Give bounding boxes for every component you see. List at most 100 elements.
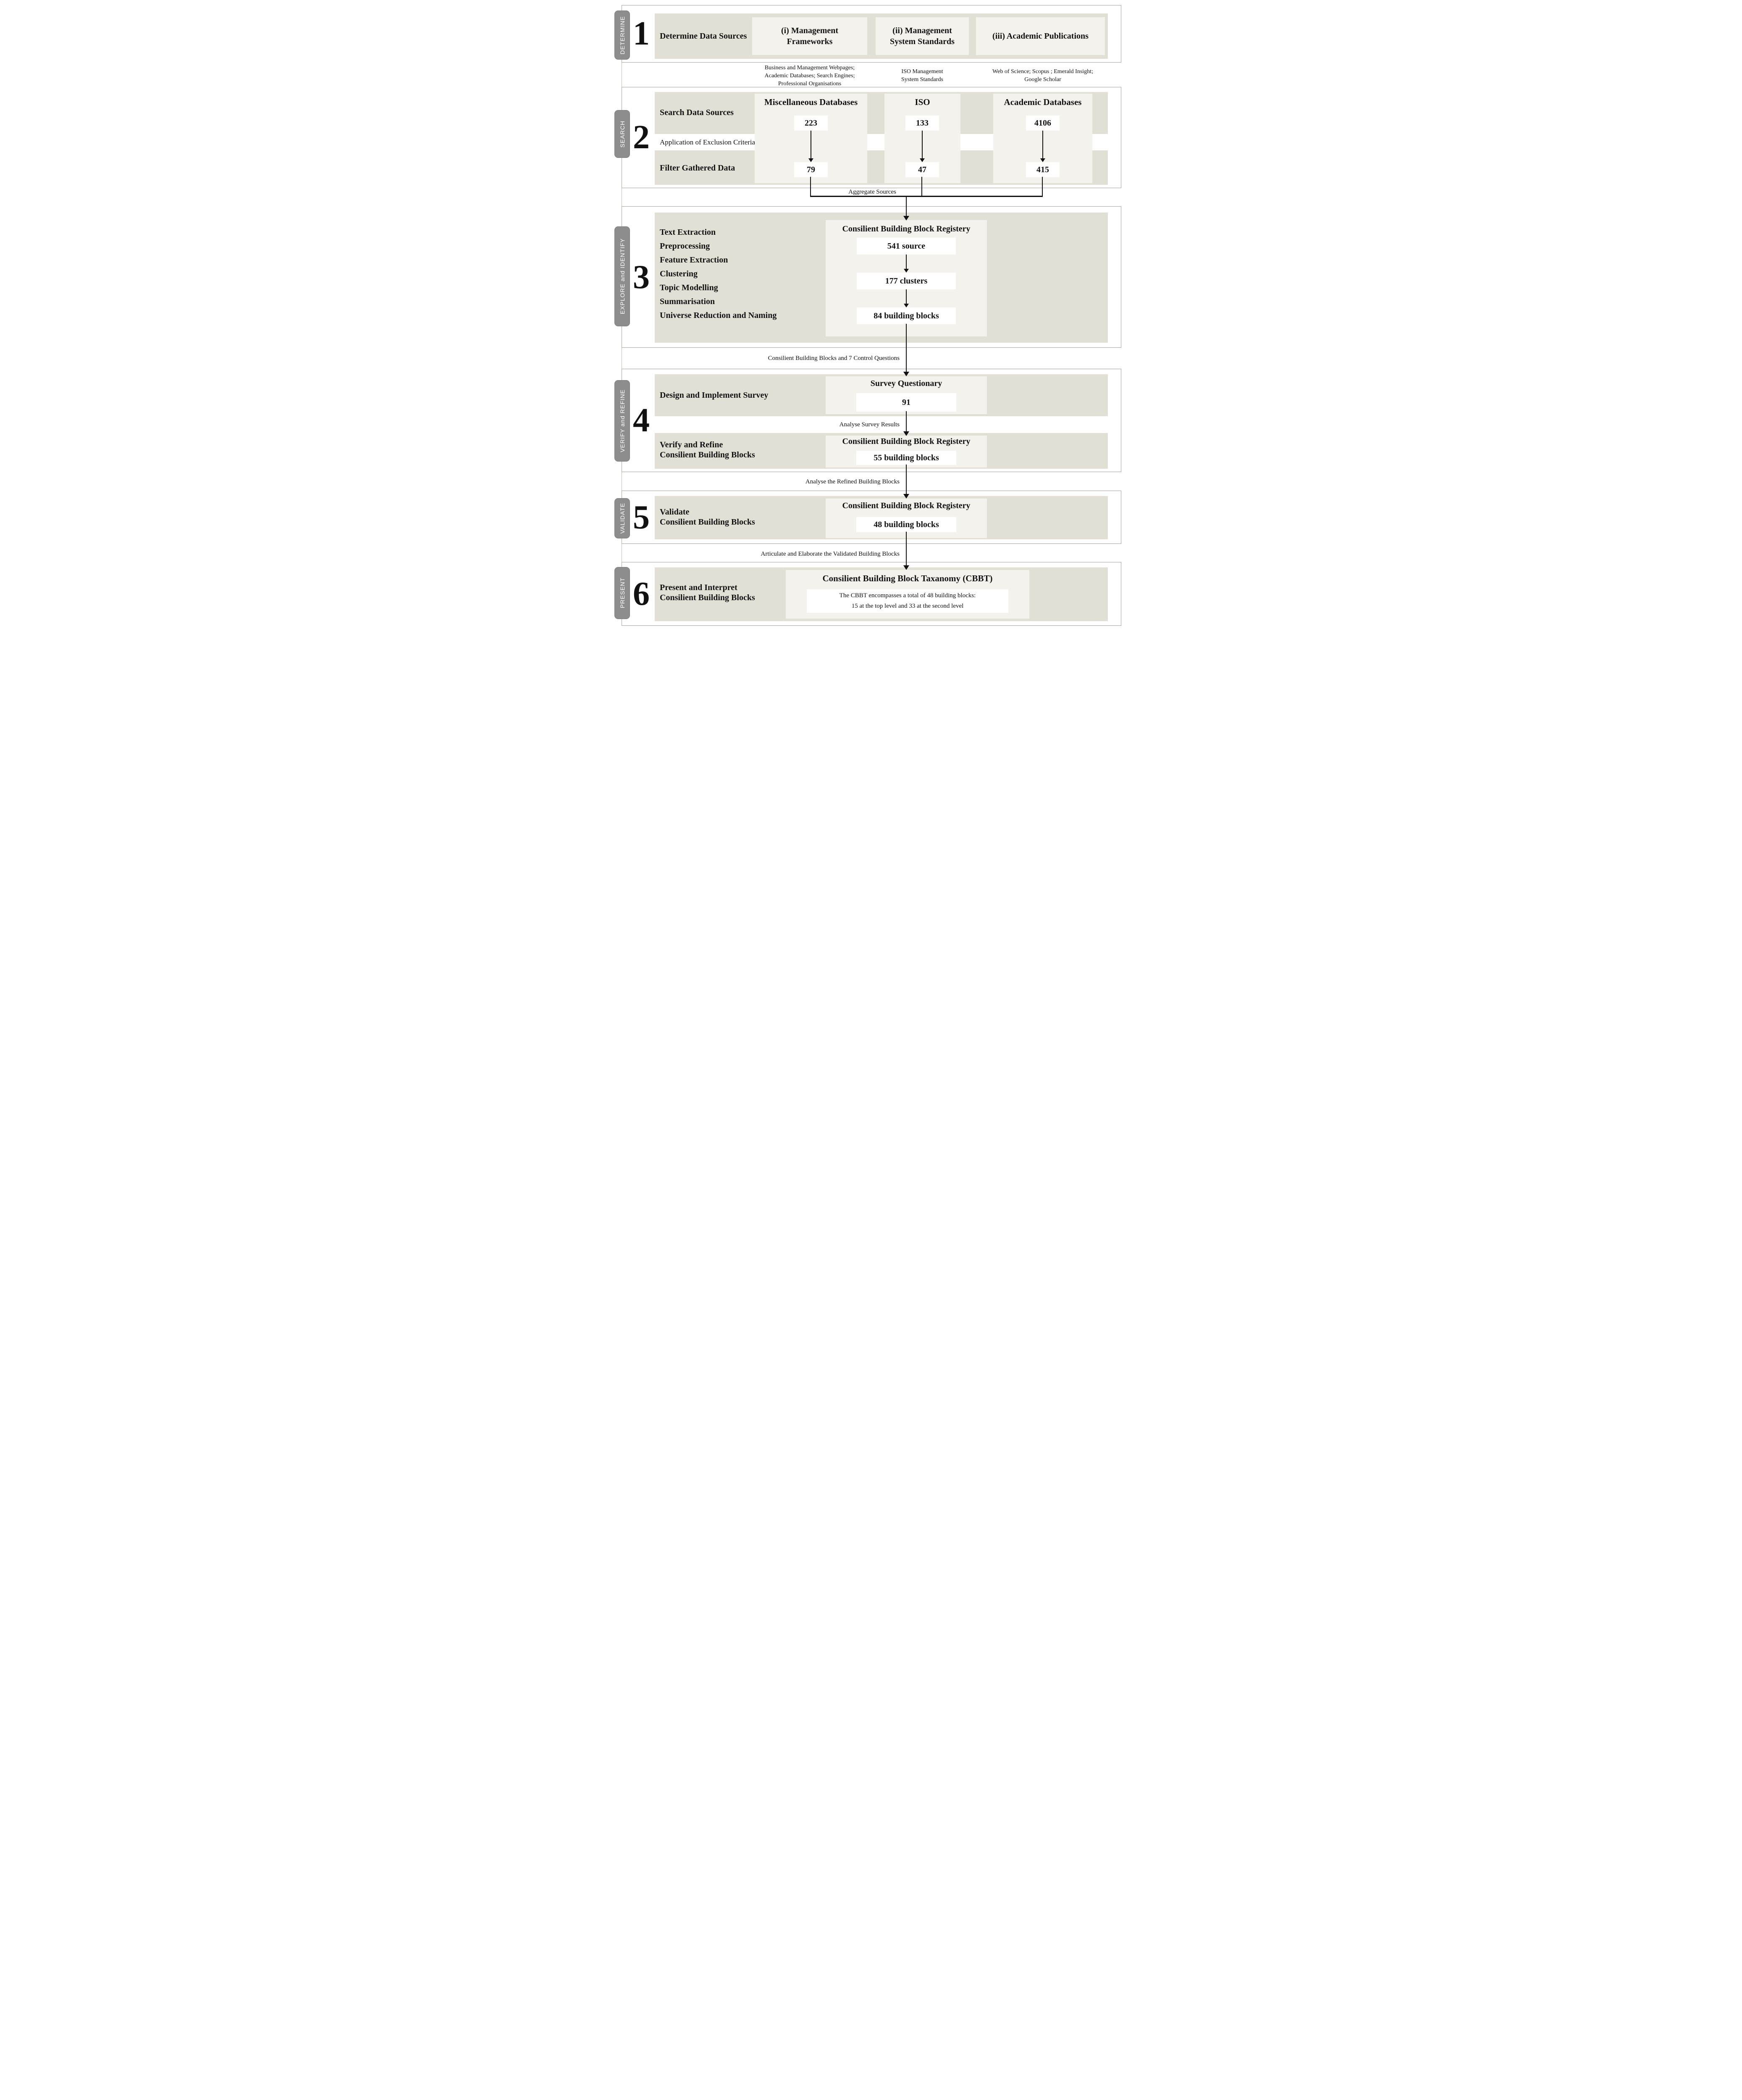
stage4-tab: VERIFY and REFINE xyxy=(614,380,630,462)
task-text-extraction: Text Extraction xyxy=(660,228,716,237)
source3-note: Web of Science; Scopus ; Emerald Insight… xyxy=(959,68,1127,84)
connector-arrowhead-4-5 xyxy=(903,494,909,499)
stage5-label-line1: Validate xyxy=(660,507,690,517)
connector-line-4-5 xyxy=(906,465,907,494)
value-48-building-blocks: 48 building blocks xyxy=(856,517,956,532)
source1-title-line2: Frameworks xyxy=(787,37,833,46)
aggregate-arrowhead xyxy=(903,216,909,220)
connector-arrowhead-91 xyxy=(903,431,909,436)
step-arrow-line-1 xyxy=(906,255,907,269)
stage2-row: Search Data Sources Application of Exclu… xyxy=(622,87,1121,188)
taxonomy-summary: The CBBT encompasses a total of 48 build… xyxy=(807,589,1008,613)
col-iso-filtered: 47 xyxy=(905,162,939,177)
source2-note-line1: ISO Management xyxy=(901,68,943,75)
col-academic-initial: 4106 xyxy=(1026,116,1060,131)
aggregate-line-misc xyxy=(810,177,811,197)
stage5-label: Validate Consilient Building Blocks xyxy=(660,507,755,527)
survey-box-title: Survey Questionary xyxy=(870,379,942,388)
stage4-registry-title: Consilient Building Block Registery xyxy=(842,437,971,446)
stage2-tab: SEARCH xyxy=(614,110,630,158)
step-84-building-blocks: 84 building blocks xyxy=(857,307,956,324)
taxonomy-summary-line2: 15 at the top level and 33 at the second… xyxy=(851,603,964,609)
task-preprocessing: Preprocessing xyxy=(660,242,710,251)
stage1-label: Determine Data Sources xyxy=(660,32,747,41)
source2-note: ISO Management System Standards xyxy=(868,68,977,84)
taxonomy-title: Consilient Building Block Taxanomy (CBBT… xyxy=(822,573,993,583)
aggregate-line-academic xyxy=(1042,177,1043,197)
connector-text-5-6: Articulate and Elaborate the Validated B… xyxy=(761,551,900,557)
aggregate-down-line xyxy=(906,197,907,216)
aggregate-sources-text: Aggregate Sources xyxy=(848,189,896,195)
stage4-design-label: Design and Implement Survey xyxy=(660,391,769,400)
stage4-tab-label: VERIFY and REFINE xyxy=(619,389,626,452)
verify-label-line1: Verify and Refine xyxy=(660,440,723,449)
stage2-col-academic: Academic Databases 4106 415 xyxy=(993,94,1092,183)
stage1-source-box-3: (iii) Academic Publications xyxy=(976,17,1105,55)
stage4-verify-label: Verify and Refine Consilient Building Bl… xyxy=(660,440,755,460)
stage3-row: Text Extraction Preprocessing Feature Ex… xyxy=(622,206,1121,348)
stage3-task-list: Text Extraction Preprocessing Feature Ex… xyxy=(660,226,777,323)
task-summarisation: Summarisation xyxy=(660,297,715,306)
aggregate-horizontal-line xyxy=(810,196,1043,197)
stage6-taxonomy-box: Consilient Building Block Taxanomy (CBBT… xyxy=(786,570,1029,619)
stage5-row: Validate Consilient Building Blocks Cons… xyxy=(622,491,1121,544)
col-misc-title: Miscellaneous Databases xyxy=(764,97,858,107)
col-iso-title: ISO xyxy=(915,97,930,107)
stage6-tab: PRESENT xyxy=(614,567,630,619)
stage3-tab-label: EXPLORE and IDENTIFY xyxy=(619,238,626,315)
taxonomy-summary-line1: The CBBT encompasses a total of 48 build… xyxy=(839,592,976,599)
stage3-registry-box: Consilient Building Block Registery 541 … xyxy=(826,220,987,336)
task-clustering: Clustering xyxy=(660,269,698,278)
connector-line-3-4 xyxy=(906,324,907,372)
stage4-survey-box: Survey Questionary 91 xyxy=(826,376,987,414)
verify-label-line2: Consilient Building Blocks xyxy=(660,450,755,459)
source1-title-line1: (i) Management xyxy=(781,26,839,35)
stage5-registry-box: Consilient Building Block Registery 48 b… xyxy=(826,499,987,538)
source2-title-line1: (ii) Management xyxy=(892,26,952,35)
stage2-tab-label: SEARCH xyxy=(619,120,626,148)
task-feature-extraction: Feature Extraction xyxy=(660,255,728,265)
source1-note-line2: Academic Databases; Search Engines; xyxy=(764,73,855,79)
source3-note-line1: Web of Science; Scopus ; Emerald Insight… xyxy=(992,68,1093,75)
source1-note-line1: Business and Management Webpages; xyxy=(764,65,855,71)
stage5-tab-label: VALIDATE xyxy=(619,503,626,534)
stage6-label-line2: Consilient Building Blocks xyxy=(660,593,755,602)
step-arrowhead-2 xyxy=(904,304,909,307)
connector-arrowhead-5-6 xyxy=(903,565,909,570)
stage4-row: Design and Implement Survey Survey Quest… xyxy=(622,369,1121,472)
connector-text-4-5: Analyse the Refined Building Blocks xyxy=(805,478,900,485)
connector-line-91 xyxy=(906,411,907,431)
stage2-label-exclusion: Application of Exclusion Criteria xyxy=(660,138,756,146)
connector-line-5-6 xyxy=(906,532,907,565)
col-academic-arrow-line xyxy=(1042,131,1043,158)
source1-note-line3: Professional Organisations xyxy=(778,81,842,87)
step-arrow-line-2 xyxy=(906,289,907,304)
connector-arrowhead-3-4 xyxy=(903,372,909,376)
stage6-label: Present and Interpret Consilient Buildin… xyxy=(660,583,755,603)
stage6-tab-label: PRESENT xyxy=(619,578,626,609)
col-misc-filtered: 79 xyxy=(794,162,828,177)
stage3-registry-title: Consilient Building Block Registery xyxy=(842,224,971,234)
step-177-clusters: 177 clusters xyxy=(857,273,956,289)
stage3-number: 3 xyxy=(633,259,650,296)
stage2-label-search: Search Data Sources xyxy=(660,108,734,117)
stage1-tab-label: DETERMINE xyxy=(619,16,626,55)
stage6-row: Present and Interpret Consilient Buildin… xyxy=(622,562,1121,626)
value-55-building-blocks: 55 building blocks xyxy=(856,451,956,465)
col-iso-arrow-line xyxy=(922,131,923,158)
stage2-number: 2 xyxy=(633,119,650,156)
col-iso-initial: 133 xyxy=(905,116,939,131)
source2-note-line2: System Standards xyxy=(901,76,943,83)
stage5-tab: VALIDATE xyxy=(614,498,630,538)
stage4-registry-box: Consilient Building Block Registery 55 b… xyxy=(826,436,987,467)
col-academic-title: Academic Databases xyxy=(1004,97,1082,107)
aggregate-line-iso xyxy=(921,177,922,197)
col-academic-arrowhead xyxy=(1040,158,1045,162)
source3-title-line1: (iii) Academic Publications xyxy=(992,32,1089,41)
stage5-registry-title: Consilient Building Block Registery xyxy=(842,501,971,510)
stage2-col-iso: ISO 133 47 xyxy=(884,94,960,183)
